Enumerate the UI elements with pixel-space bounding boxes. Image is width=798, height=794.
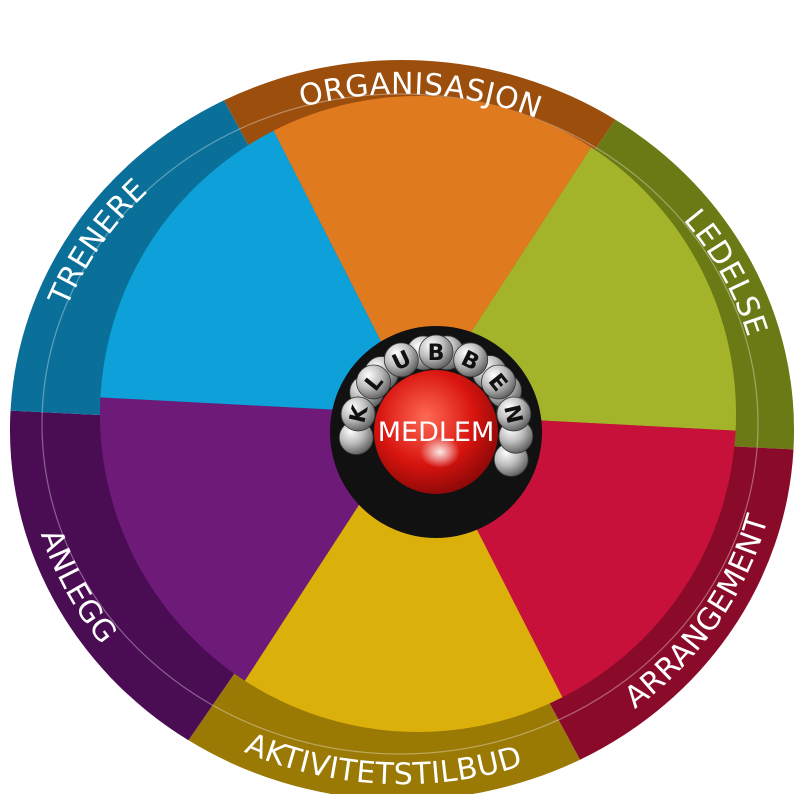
- ring-letter-bead: [418, 334, 454, 370]
- center-label: MEDLEM: [378, 417, 495, 448]
- ring-letter-bead: [481, 364, 516, 400]
- face-segment-3: [244, 414, 563, 732]
- ring-letter-bead: [383, 342, 419, 378]
- center-sphere-shine: [420, 436, 460, 468]
- ring-letter-bead: [496, 396, 532, 432]
- ring-word-letter: N: [498, 403, 527, 427]
- ring-letter-bead: [356, 364, 391, 400]
- rim-highlight-ring: [41, 93, 759, 755]
- ring-word-letter: K: [345, 402, 373, 425]
- ring-word-letter: B: [428, 341, 445, 366]
- face-segment-0: [273, 96, 592, 414]
- ring-letter-bead: [340, 396, 376, 432]
- center-sphere: [374, 370, 498, 494]
- ring-letter-bead: [453, 342, 489, 378]
- face-segment-5: [100, 130, 419, 414]
